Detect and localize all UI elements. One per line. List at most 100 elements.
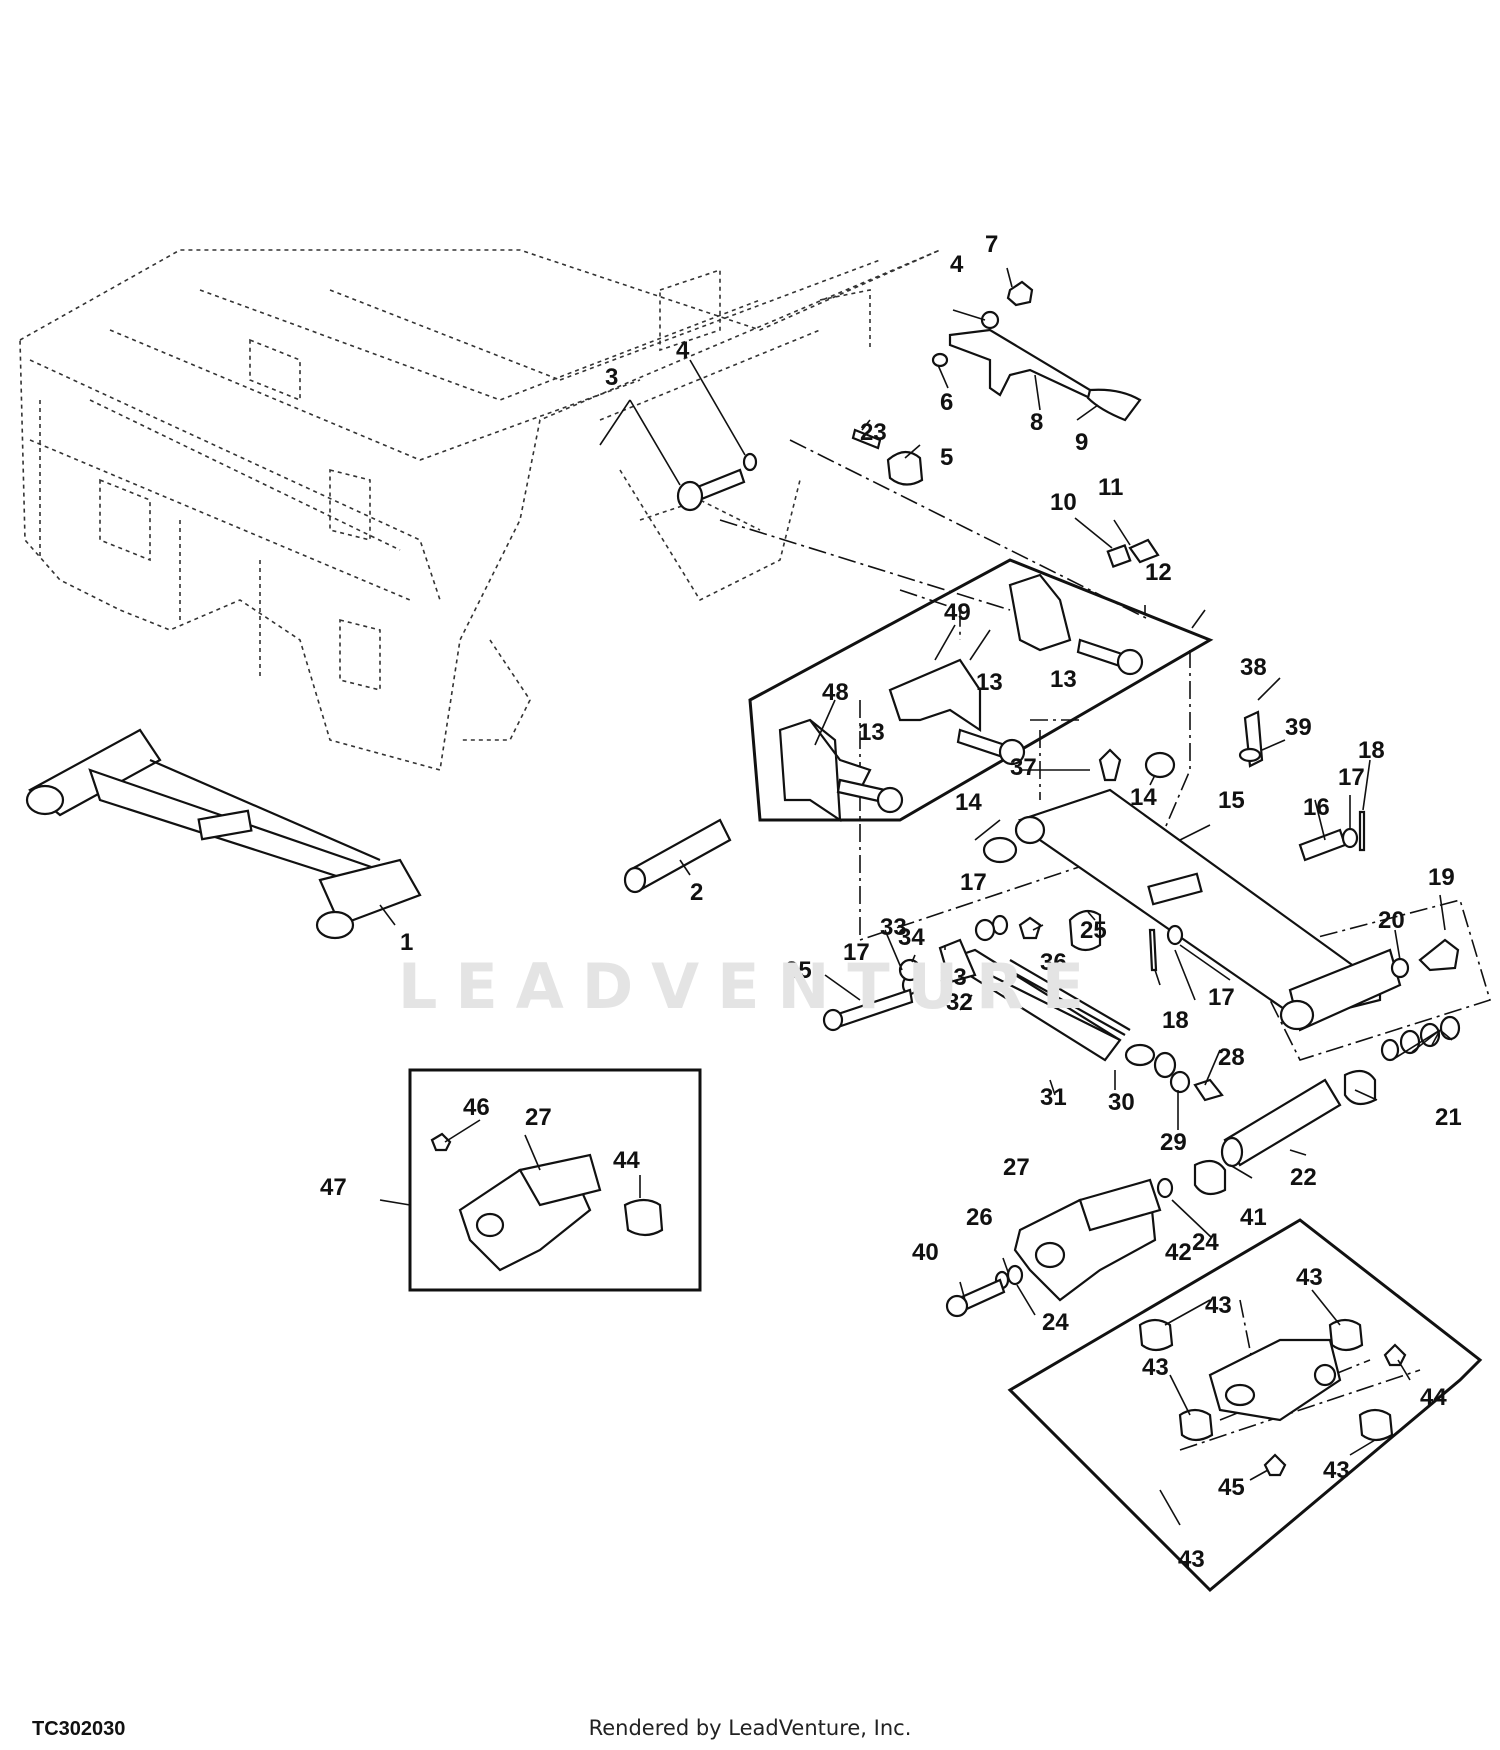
bracket-47 [778, 718, 872, 823]
grease-fitting [1383, 1343, 1407, 1367]
figure-id: TC302030 [32, 1718, 126, 1740]
callout-label: 24 [1192, 1229, 1219, 1256]
callout-label: 38 [1240, 654, 1267, 681]
callout-label: 27 [1003, 1154, 1030, 1181]
callout-labels: 1 2 3 4 4 5 6 7 8 9 10 11 12 13 13 13 14… [320, 231, 1462, 1573]
callout-label: 5 [940, 444, 953, 471]
washer [980, 310, 1000, 330]
callout-label: 43 [1296, 1264, 1323, 1291]
callout-label: 32 [946, 989, 973, 1016]
spacer [1153, 1051, 1177, 1079]
callout-label: 21 [1435, 1104, 1462, 1131]
callout-label: 25 [1080, 917, 1107, 944]
cap-screw [1193, 1078, 1224, 1102]
callout-label: 42 [1165, 1239, 1192, 1266]
spacer-set-21 [1380, 1015, 1461, 1062]
callout-label: 11 [1098, 474, 1123, 501]
tractor-frame-ghost [19, 249, 941, 772]
washer [742, 452, 758, 472]
bracket-48 [888, 658, 982, 733]
front-axle-beam [25, 728, 422, 940]
washer [931, 352, 949, 368]
shock-absorber [938, 938, 1156, 1067]
bushing [1014, 815, 1046, 845]
washer [1156, 1177, 1174, 1199]
washer [1238, 747, 1262, 763]
callout-label: 17 [1208, 984, 1235, 1011]
grease-fitting [1263, 1453, 1287, 1477]
callout-label: 31 [1040, 1084, 1067, 1111]
callout-label: 12 [1145, 559, 1172, 586]
callout-label: 23 [860, 419, 887, 446]
callout-label: 37 [1010, 754, 1037, 781]
callout-label: 39 [1285, 714, 1312, 741]
washer [991, 914, 1009, 936]
roll-pin [851, 428, 882, 450]
callout-label: 3 [605, 364, 618, 391]
spacer [974, 918, 996, 942]
cap-screw-13 [836, 638, 1144, 814]
bushing [1178, 1408, 1214, 1442]
callout-label: 48 [822, 679, 849, 706]
washer [1006, 1264, 1024, 1286]
callout-label: 44 [613, 1147, 640, 1174]
callout-label: 20 [1378, 907, 1405, 934]
tube-end [1220, 1136, 1244, 1168]
bushing [1193, 1159, 1227, 1196]
pin [1298, 828, 1347, 862]
callout-label: 33 [880, 914, 907, 941]
washer [1169, 1070, 1191, 1094]
callout-label: 9 [1075, 429, 1088, 456]
callout-label: 34 [898, 924, 925, 951]
callout-label: 43 [1142, 1354, 1169, 1381]
callout-label: 17 [1338, 764, 1365, 791]
bumper [1068, 909, 1102, 952]
footer-credit: Rendered by LeadVenture, Inc. [588, 1716, 912, 1740]
callout-label: 17 [843, 939, 870, 966]
bushing [1358, 1408, 1394, 1442]
washer [1341, 827, 1359, 849]
callout-label: 43 [1205, 1292, 1232, 1319]
callout-label: 18 [1358, 737, 1385, 764]
grease-fitting [1098, 748, 1122, 782]
bracket-kit-box-12 [748, 558, 1214, 822]
callout-label: 13 [976, 669, 1003, 696]
callout-label: 14 [1130, 784, 1157, 811]
grease-fitting [430, 1132, 452, 1152]
nut-plate [1106, 543, 1132, 569]
bushing [1138, 1318, 1174, 1352]
callout-label: 18 [1162, 1007, 1189, 1034]
cap-screw-head [822, 1008, 844, 1032]
bracket-49 [1008, 573, 1072, 652]
callout-label: 28 [1218, 1044, 1245, 1071]
bushing [623, 1198, 664, 1237]
spacer [898, 958, 922, 982]
callout-label: 14 [955, 789, 982, 816]
kit-box-46 [408, 1068, 702, 1292]
callout-label: 49 [944, 599, 971, 626]
callout-label: 45 [1218, 1474, 1245, 1501]
nut [1006, 280, 1034, 307]
callout-label: 15 [1218, 787, 1245, 814]
callout-label: 43 [1323, 1457, 1350, 1484]
callout-label: 17 [960, 869, 987, 896]
callout-label: 8 [1030, 409, 1043, 436]
leader-lines [379, 267, 1453, 1526]
callout-label: 10 [1050, 489, 1077, 516]
bolt [676, 468, 746, 512]
callout-label: 41 [1240, 1204, 1267, 1231]
callout-label: 30 [1108, 1089, 1135, 1116]
callout-label: 36 [1040, 949, 1067, 976]
callout-label: 4 [950, 251, 964, 278]
bushing [1343, 1069, 1377, 1106]
watermark: LEADVENTURE [397, 950, 1103, 1023]
callout-label: 2 [690, 879, 703, 906]
knob [1086, 388, 1142, 422]
assembly-center-lines [719, 439, 1491, 1451]
callout-label: 19 [1428, 864, 1455, 891]
callout-label: 22 [1290, 1164, 1317, 1191]
callout-label: 13 [858, 719, 885, 746]
cap-screw [1418, 938, 1460, 972]
callout-label: 26 [966, 1204, 993, 1231]
callout-label: 6 [940, 389, 953, 416]
